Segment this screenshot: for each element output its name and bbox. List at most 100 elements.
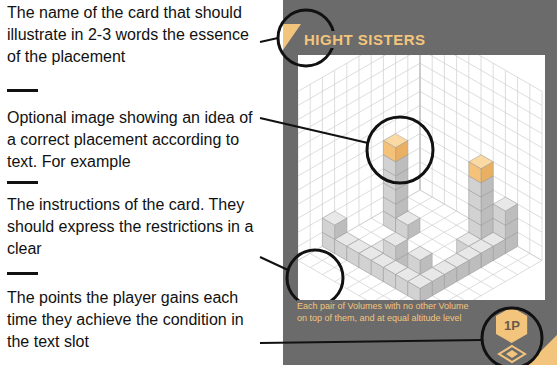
points-hexagon: 1P xyxy=(496,307,527,343)
grid-line xyxy=(420,63,542,133)
grid-line xyxy=(371,55,372,218)
annotation-text: The points the player gains each time th… xyxy=(7,287,255,353)
grid-line xyxy=(420,55,542,120)
grid-line xyxy=(347,232,469,300)
cube-face xyxy=(335,239,347,260)
card-background xyxy=(283,0,557,365)
cube-face xyxy=(481,246,493,267)
corner-triangle xyxy=(527,335,557,365)
highlight-circle xyxy=(482,308,542,365)
cube-face xyxy=(335,218,347,239)
cube-face xyxy=(420,282,432,300)
cube-face xyxy=(322,218,334,239)
grid-line xyxy=(298,91,420,161)
cube-face xyxy=(469,162,481,183)
points-diamond xyxy=(499,346,525,362)
volume-cube xyxy=(383,232,407,260)
annotation-slot: The instructions of the card. They shoul… xyxy=(7,194,255,260)
grid-line xyxy=(298,120,420,190)
grid-line xyxy=(335,211,457,281)
grid-line xyxy=(322,204,444,274)
leader-line xyxy=(260,340,482,343)
points-value: 1P xyxy=(504,318,520,333)
grid-line xyxy=(420,162,542,232)
text-slot: 1P xyxy=(496,307,527,343)
hexagon-shape xyxy=(496,307,527,343)
grid-line xyxy=(298,55,420,120)
iso-grid xyxy=(298,55,542,300)
cube-face xyxy=(457,260,469,281)
cube-face xyxy=(359,253,371,274)
leader-line xyxy=(260,38,278,42)
grid-line xyxy=(298,77,420,147)
cube-face xyxy=(396,239,408,260)
cube-face xyxy=(383,239,395,260)
grid-line xyxy=(420,105,542,175)
wall-corner xyxy=(420,55,421,190)
card-title: HIGHT SISTERS xyxy=(302,31,428,48)
cube-face xyxy=(493,204,505,225)
grid-line xyxy=(420,55,421,190)
grid-line xyxy=(298,55,420,91)
cube-face xyxy=(396,275,408,296)
grid-line xyxy=(298,55,420,105)
leader-line xyxy=(260,118,368,143)
illustration xyxy=(298,55,545,300)
grid-line xyxy=(420,190,542,260)
volume-cubes xyxy=(322,134,517,300)
cube-face xyxy=(408,282,420,300)
cube-face xyxy=(383,268,395,289)
illustration-ground xyxy=(298,55,545,300)
annotation-text: The instructions of the card. They shoul… xyxy=(7,194,255,260)
highlight-circle xyxy=(278,10,334,66)
grid-line xyxy=(420,55,421,190)
highlight-cube xyxy=(469,155,493,183)
highlight-circle xyxy=(287,250,343,306)
separator-bar xyxy=(7,89,38,92)
grid-line xyxy=(298,134,420,204)
annotation-slot: The points the player gains each time th… xyxy=(7,287,255,353)
cube-face xyxy=(383,141,395,162)
volume-cube xyxy=(322,211,346,239)
volume-cube xyxy=(493,197,517,225)
corner-triangle xyxy=(283,24,301,50)
annotation-text: The name of the card that should illustr… xyxy=(7,2,255,68)
separator-bar xyxy=(7,272,38,275)
cube-face xyxy=(469,253,481,274)
grid-line xyxy=(408,253,530,300)
grid-line xyxy=(383,239,505,300)
highlight-circle xyxy=(367,117,433,183)
grid-line xyxy=(456,55,457,211)
grid-line xyxy=(420,148,542,218)
grid-line xyxy=(420,55,542,105)
grid-line xyxy=(420,176,542,246)
separator-bar xyxy=(7,181,38,184)
annotation-text: Optional image showing an idea of a corr… xyxy=(7,107,255,173)
grid-line xyxy=(420,77,542,147)
grid-line xyxy=(396,204,518,274)
grid-line xyxy=(420,134,542,204)
text-slot: Each pair of Volumes with no other Volum… xyxy=(297,300,475,324)
cube-face xyxy=(481,162,493,183)
grid-line xyxy=(420,55,542,91)
grid-line xyxy=(298,63,420,133)
grid-line xyxy=(310,253,432,300)
grid-line xyxy=(359,225,481,295)
cube-face xyxy=(371,260,383,281)
grid-line xyxy=(371,232,493,300)
cube-face xyxy=(396,141,408,162)
annotation-slot: Optional image showing an idea of a corr… xyxy=(7,107,255,173)
cube-face xyxy=(444,268,456,289)
cube-face xyxy=(347,246,359,267)
grid-line xyxy=(335,239,457,300)
cube-face xyxy=(505,204,517,225)
cube-face xyxy=(408,218,420,239)
points-diamond-core xyxy=(506,350,518,358)
text-slot: HIGHT SISTERS xyxy=(302,31,428,49)
cube-face xyxy=(493,239,505,260)
grid-line xyxy=(420,120,542,190)
grid-line xyxy=(298,105,420,175)
card: 1P HIGHT SISTERS Each pair of Volumes with… xyxy=(283,0,557,365)
annotation-slot: The name of the card that should illustr… xyxy=(7,2,255,68)
